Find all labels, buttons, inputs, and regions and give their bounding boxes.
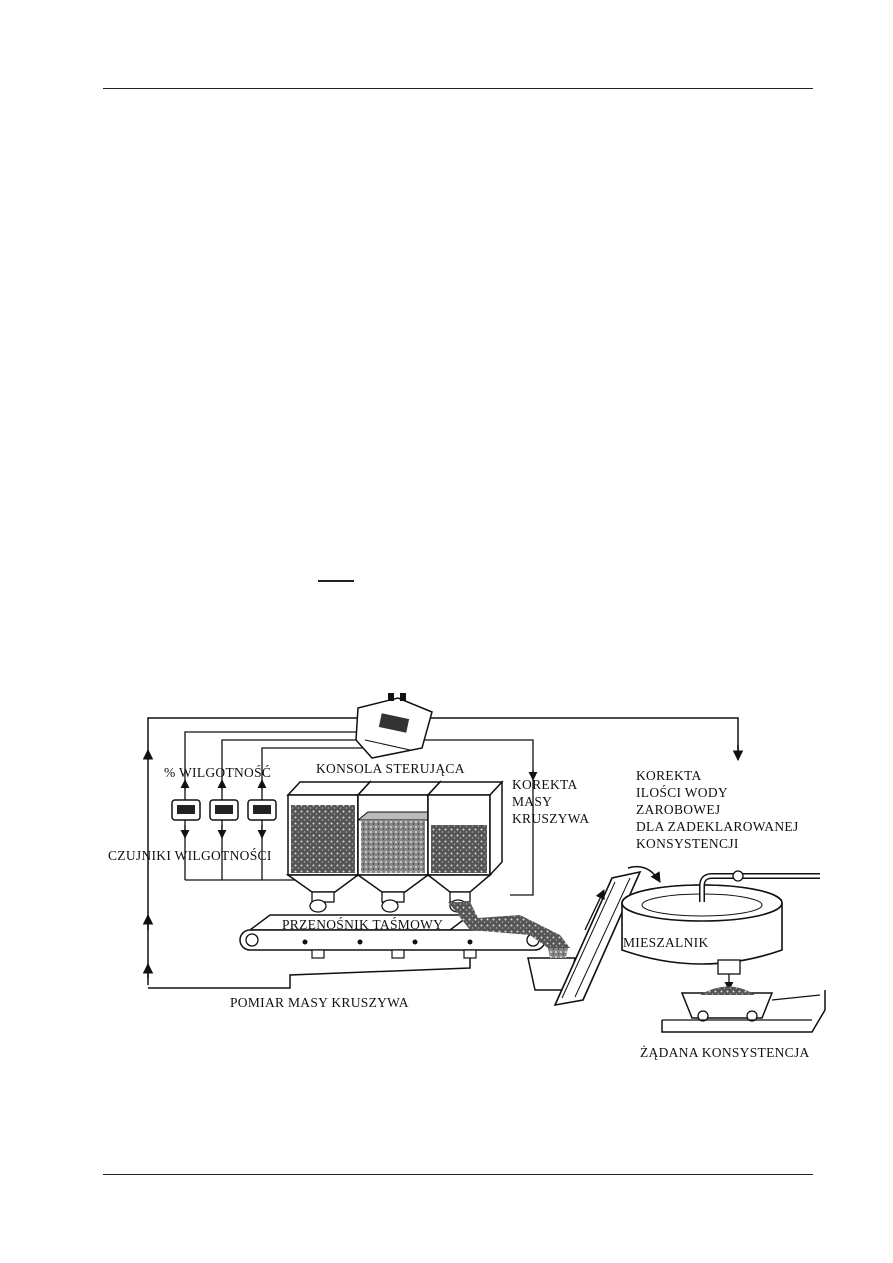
- label-control-console: KONSOLA STERUJĄCA: [316, 761, 465, 776]
- label-mass-correction-2: MASY: [512, 794, 552, 809]
- label-mixer: MIESZALNIK: [623, 935, 709, 950]
- label-mass-correction-1: KOREKTA: [512, 777, 578, 792]
- label-water-correction-1: KOREKTA: [636, 768, 702, 783]
- bucket-elevator: [527, 865, 661, 1007]
- control-console: [355, 693, 433, 759]
- moisture-sensors: [171, 799, 277, 821]
- label-moisture-percent: % WILGOTNOŚĆ: [164, 765, 271, 780]
- label-water-correction-5: KONSYSTENCJI: [636, 836, 739, 851]
- label-water-correction-3: ZAROBOWEJ: [636, 802, 720, 817]
- belt-conveyor: [239, 902, 570, 959]
- feedback-lines: [142, 717, 744, 989]
- diagram-labels: % WILGOTNOŚĆ KONSOLA STERUJĄCA KOREKTA M…: [108, 761, 810, 1060]
- label-required-consistency: ŻĄDANA KONSYSTENCJA: [640, 1045, 810, 1060]
- footer-rule: [103, 1174, 813, 1175]
- label-mass-correction-3: KRUSZYWA: [512, 811, 589, 826]
- label-water-correction-4: DLA ZADEKLAROWANEJ: [636, 819, 799, 834]
- mixer: [621, 870, 820, 991]
- label-moisture-sensors: CZUJNIKI WILGOTNOŚCI: [108, 848, 272, 863]
- label-mass-measurement: POMIAR MASY KRUSZYWA: [230, 995, 409, 1010]
- text-underline-fragment: [318, 580, 354, 582]
- label-belt-conveyor: PRZENOŚNIK TAŚMOWY: [282, 917, 443, 932]
- header-rule: [103, 88, 813, 89]
- aggregate-hoppers: [285, 780, 504, 913]
- label-water-correction-2: ILOŚCI WODY: [636, 785, 728, 800]
- concrete-cart: [661, 986, 826, 1033]
